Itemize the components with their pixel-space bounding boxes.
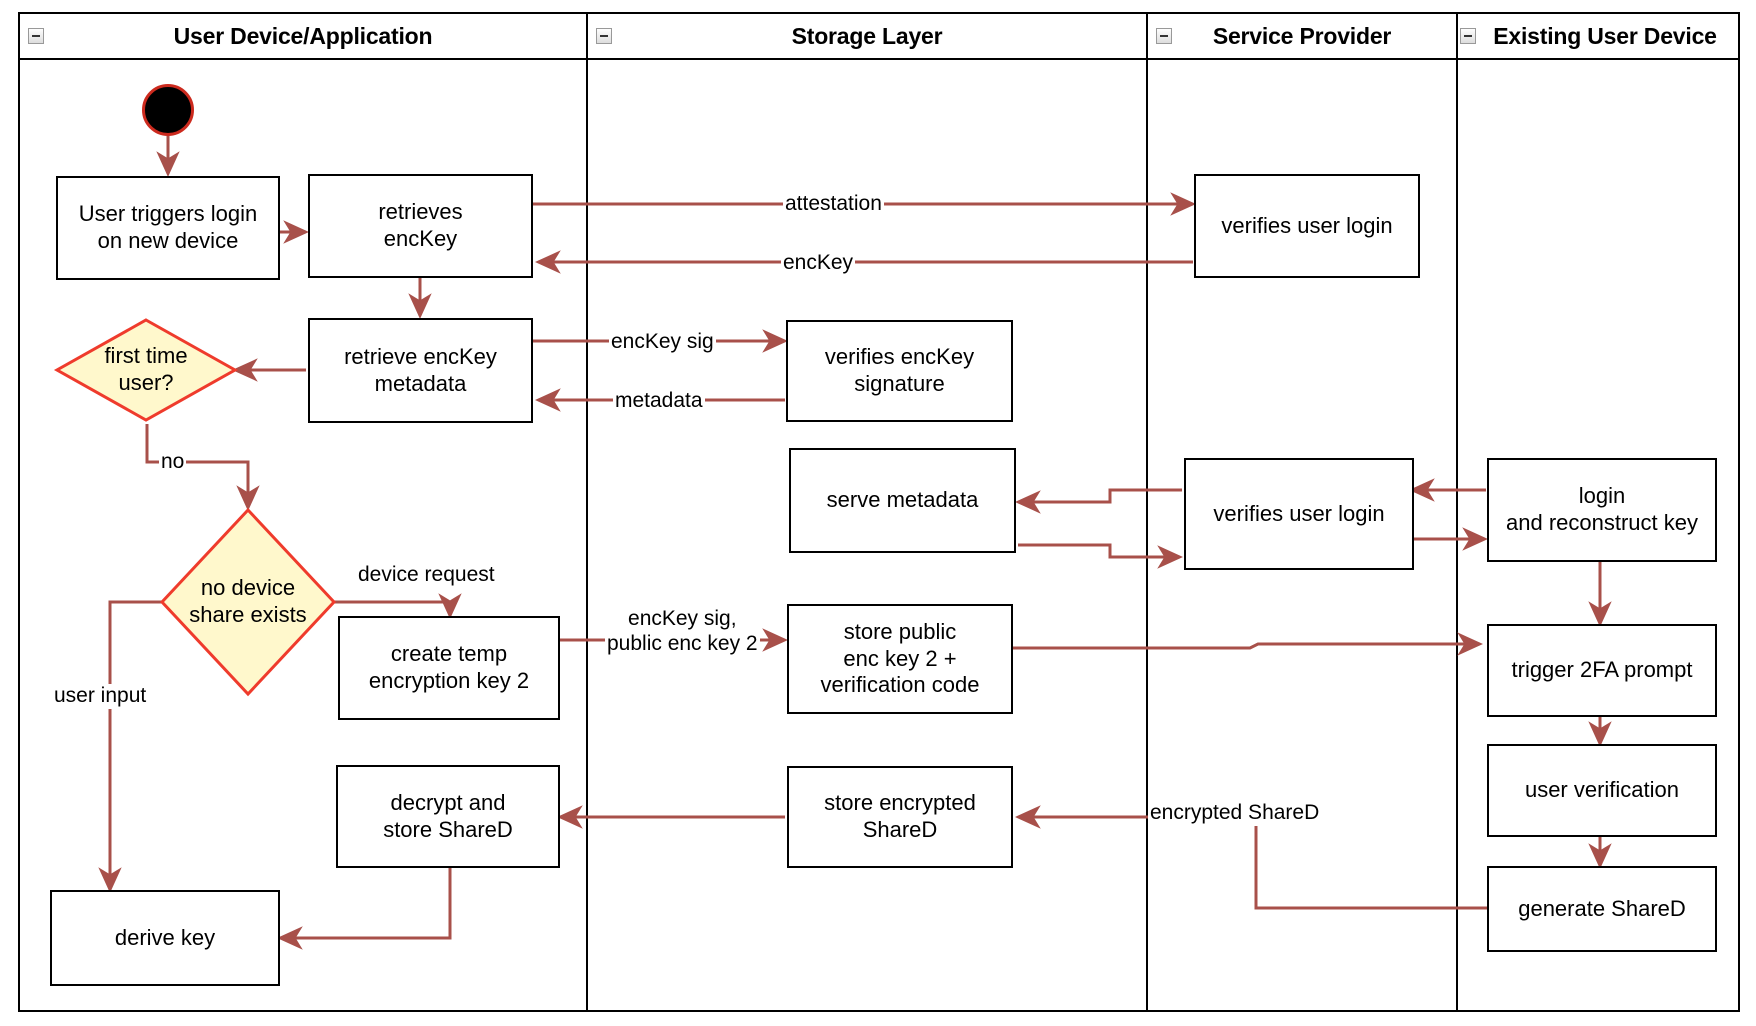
lane-header-service-provider[interactable]: Service Provider [1148, 14, 1456, 58]
collapse-minus-icon[interactable] [1156, 28, 1172, 44]
lane-title-service-provider: Service Provider [1212, 22, 1392, 49]
collapse-minus-icon[interactable] [596, 28, 612, 44]
node-trigger-2fa-prompt[interactable]: trigger 2FA prompt [1487, 624, 1717, 717]
edge-label-user-input: user input [52, 684, 149, 709]
node-store-encrypted-shared[interactable]: store encrypted ShareD [787, 766, 1013, 868]
lane-title-user-device: User Device/Application [173, 22, 433, 49]
node-generate-shared[interactable]: generate ShareD [1487, 866, 1717, 952]
node-verifies-enckey-signature[interactable]: verifies encKey signature [786, 320, 1013, 422]
decision-no-device-share-exists[interactable]: no device share exists [159, 507, 337, 697]
node-verifies-user-login-2[interactable]: verifies user login [1184, 458, 1414, 570]
initial-node [142, 84, 194, 136]
edge-label-enckey: encKey [781, 251, 856, 276]
decision-first-time-user[interactable]: first time user? [53, 318, 239, 422]
node-user-triggers-login[interactable]: User triggers login on new device [56, 176, 280, 280]
lane-header-rule [18, 58, 1740, 60]
node-login-and-reconstruct-key[interactable]: login and reconstruct key [1487, 458, 1717, 562]
lane-divider-2 [1146, 12, 1148, 1012]
lane-title-storage: Storage Layer [791, 22, 943, 49]
edge-label-encrypted-shared: encrypted ShareD [1148, 801, 1322, 826]
edge-label-no: no [159, 450, 187, 475]
lane-header-user-device[interactable]: User Device/Application [20, 14, 586, 58]
lane-title-existing-device: Existing User Device [1493, 22, 1717, 49]
node-retrieves-enckey[interactable]: retrieves encKey [308, 174, 533, 278]
lane-header-storage[interactable]: Storage Layer [588, 14, 1146, 58]
node-verifies-user-login-1[interactable]: verifies user login [1194, 174, 1420, 278]
node-retrieve-enckey-metadata[interactable]: retrieve encKey metadata [308, 318, 533, 423]
edge-label-metadata: metadata [613, 389, 705, 414]
lane-divider-3 [1456, 12, 1458, 1012]
edge-label-enckey-sig: encKey sig [609, 330, 716, 355]
node-derive-key[interactable]: derive key [50, 890, 280, 986]
collapse-minus-icon[interactable] [1460, 28, 1476, 44]
node-create-temp-encryption-key-2[interactable]: create temp encryption key 2 [338, 616, 560, 720]
node-decrypt-and-store-shared[interactable]: decrypt and store ShareD [336, 765, 560, 868]
node-store-public-enc-key-2[interactable]: store public enc key 2 + verification co… [787, 604, 1013, 714]
node-serve-metadata[interactable]: serve metadata [789, 448, 1016, 553]
lane-header-existing-device[interactable]: Existing User Device [1458, 14, 1738, 58]
edge-label-attestation: attestation [783, 192, 884, 217]
node-user-verification[interactable]: user verification [1487, 744, 1717, 837]
collapse-minus-icon[interactable] [28, 28, 44, 44]
edge-label-device-request: device request [356, 563, 497, 588]
edge-label-enckey-sig-public-enc-key-2: encKey sig, public enc key 2 [605, 607, 760, 657]
lane-divider-1 [586, 12, 588, 1012]
